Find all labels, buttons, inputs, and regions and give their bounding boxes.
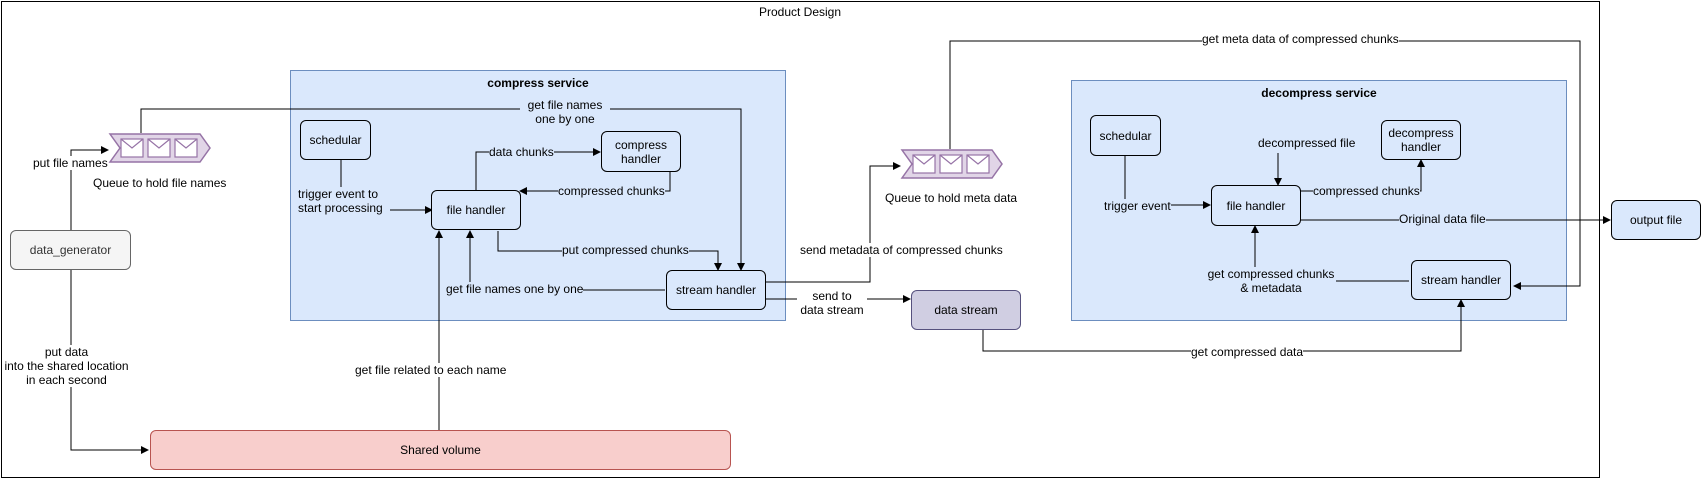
queue-meta-data: [900, 149, 1004, 179]
data-generator-node[interactable]: data_generator: [10, 230, 131, 270]
label-put-compressed-chunks: put compressed chunks: [562, 243, 689, 257]
queue-file-names-label: Queue to hold file names: [93, 176, 227, 190]
diagram-frame: [1, 1, 1600, 478]
edge-get-meta-data: [949, 40, 1581, 290]
label-put-file-names: put file names: [33, 156, 108, 170]
compress-file-handler-node[interactable]: file handler: [431, 190, 521, 230]
data-stream-node[interactable]: data stream: [911, 290, 1021, 330]
label-data-chunks: data chunks: [489, 145, 554, 159]
label-get-compressed-data: get compressed data: [1191, 345, 1304, 359]
output-file-node[interactable]: output file: [1611, 200, 1701, 240]
compress-handler-node[interactable]: compress handler: [601, 131, 681, 172]
label-send-metadata: send metadata of compressed chunks: [800, 243, 1003, 257]
edge-get-file-names: [140, 108, 745, 271]
edge-get-compressed-data: [982, 299, 1465, 352]
decompress-handler-node[interactable]: decompress handler: [1381, 120, 1461, 160]
edge-put-data: [70, 270, 149, 454]
label-decompressed-file: decompressed file: [1258, 136, 1356, 150]
queue-file-names: [108, 133, 212, 163]
diagram-title: Product Design: [758, 5, 842, 19]
decompress-file-handler-node[interactable]: file handler: [1211, 185, 1301, 226]
queue-icon: [108, 133, 211, 163]
decompress-schedular-node[interactable]: schedular: [1090, 115, 1161, 156]
label-get-file-related: get file related to each name: [355, 363, 507, 377]
compress-schedular-node[interactable]: schedular: [300, 120, 371, 160]
queue-meta-data-label: Queue to hold meta data: [885, 191, 1018, 205]
label-get-file-names: get file names one by one: [520, 98, 610, 126]
compress-service-title: compress service: [487, 76, 589, 90]
edge-data-chunks: [475, 148, 601, 190]
edge-put-file-names: [70, 146, 109, 230]
label-original-data-file: Original data file: [1399, 212, 1486, 226]
edge-send-metadata: [765, 162, 901, 283]
compress-stream-handler-node[interactable]: stream handler: [666, 270, 766, 310]
decompress-stream-handler-node[interactable]: stream handler: [1411, 260, 1511, 300]
decompress-service-title: decompress service: [1261, 86, 1377, 100]
label-trigger-compress: trigger event to start processing: [298, 187, 390, 215]
label-put-data: put data into the shared location in eac…: [4, 345, 129, 387]
queue-icon: [900, 149, 1003, 179]
label-compressed-chunks: compressed chunks: [558, 184, 665, 198]
label-get-chunks-meta: get compressed chunks & metadata: [1206, 267, 1336, 295]
label-trigger-decompress: trigger event: [1104, 199, 1171, 213]
edge-trigger-decompress: [1124, 156, 1211, 209]
label-compressed-chunks-dec: compressed chunks: [1313, 184, 1420, 198]
label-get-meta-data: get meta data of compressed chunks: [1202, 32, 1399, 46]
label-get-file-names-one: get file names one by one: [446, 282, 584, 296]
shared-volume-node[interactable]: Shared volume: [150, 430, 731, 470]
label-send-to-stream: send to data stream: [797, 289, 867, 317]
